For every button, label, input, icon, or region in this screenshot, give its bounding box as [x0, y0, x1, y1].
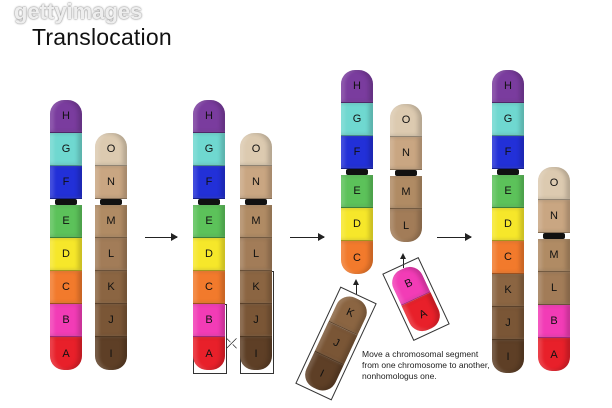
segment-E: E	[492, 175, 524, 208]
segment-D: D	[341, 208, 373, 241]
segment-B: B	[538, 305, 570, 338]
segment-G: G	[193, 133, 225, 166]
centromere	[55, 199, 77, 205]
segment-L: L	[538, 272, 570, 305]
segment-M: M	[95, 205, 127, 238]
segment-B: B	[50, 304, 82, 337]
segment-H: H	[341, 70, 373, 103]
segment-C: C	[193, 271, 225, 304]
segment-N: N	[95, 166, 127, 199]
segment-C: C	[492, 241, 524, 274]
centromere	[497, 169, 519, 175]
segment-H: H	[492, 70, 524, 103]
segment-O: O	[95, 133, 127, 166]
right-arrow-icon	[145, 233, 178, 241]
right-arrow-icon	[290, 233, 325, 241]
segment-M: M	[240, 205, 272, 238]
segment-F: F	[341, 136, 373, 169]
segment-I: I	[240, 337, 272, 370]
segment-L: L	[95, 238, 127, 271]
segment-G: G	[492, 103, 524, 136]
segment-O: O	[538, 167, 570, 200]
watermark-logo: gettyimages	[14, 0, 143, 24]
centromere	[346, 169, 368, 175]
caption-text: Move a chromosomal segment from one chro…	[362, 349, 512, 382]
caption-line: from one chromosome to another,	[362, 360, 490, 370]
segment-D: D	[50, 238, 82, 271]
segment-B: B	[193, 304, 225, 337]
swap-cross-icon: ⤫	[226, 335, 238, 351]
segment-K: K	[492, 274, 524, 307]
segment-N: N	[390, 137, 422, 170]
diagram-title: Translocation	[32, 24, 172, 50]
segment-J: J	[240, 304, 272, 337]
segment-K: K	[95, 271, 127, 304]
centromere	[543, 233, 565, 239]
segment-D: D	[193, 238, 225, 271]
segment-G: G	[341, 103, 373, 136]
centromere	[198, 199, 220, 205]
right-arrow-icon	[437, 233, 472, 241]
segment-J: J	[95, 304, 127, 337]
segment-L: L	[240, 238, 272, 271]
segment-J: J	[492, 307, 524, 340]
caption-line: Move a chromosomal segment	[362, 349, 479, 359]
segment-A: A	[538, 338, 570, 371]
segment-L: L	[390, 209, 422, 242]
segment-H: H	[50, 100, 82, 133]
centromere	[245, 199, 267, 205]
segment-D: D	[492, 208, 524, 241]
segment-N: N	[538, 200, 570, 233]
segment-M: M	[538, 239, 570, 272]
segment-F: F	[50, 166, 82, 199]
segment-H: H	[193, 100, 225, 133]
segment-A: A	[50, 337, 82, 370]
centromere	[100, 199, 122, 205]
segment-F: F	[193, 166, 225, 199]
segment-M: M	[390, 176, 422, 209]
segment-O: O	[390, 104, 422, 137]
caption-line: nonhomologus one.	[362, 371, 437, 381]
segment-E: E	[193, 205, 225, 238]
segment-G: G	[50, 133, 82, 166]
segment-E: E	[341, 175, 373, 208]
segment-O: O	[240, 133, 272, 166]
centromere	[395, 170, 417, 176]
segment-K: K	[240, 271, 272, 304]
segment-E: E	[50, 205, 82, 238]
segment-C: C	[341, 241, 373, 274]
segment-A: A	[193, 337, 225, 370]
segment-N: N	[240, 166, 272, 199]
segment-C: C	[50, 271, 82, 304]
segment-I: I	[492, 340, 524, 373]
up-arrow-icon	[353, 279, 359, 294]
segment-I: I	[95, 337, 127, 370]
segment-F: F	[492, 136, 524, 169]
up-arrow-icon	[400, 253, 406, 268]
